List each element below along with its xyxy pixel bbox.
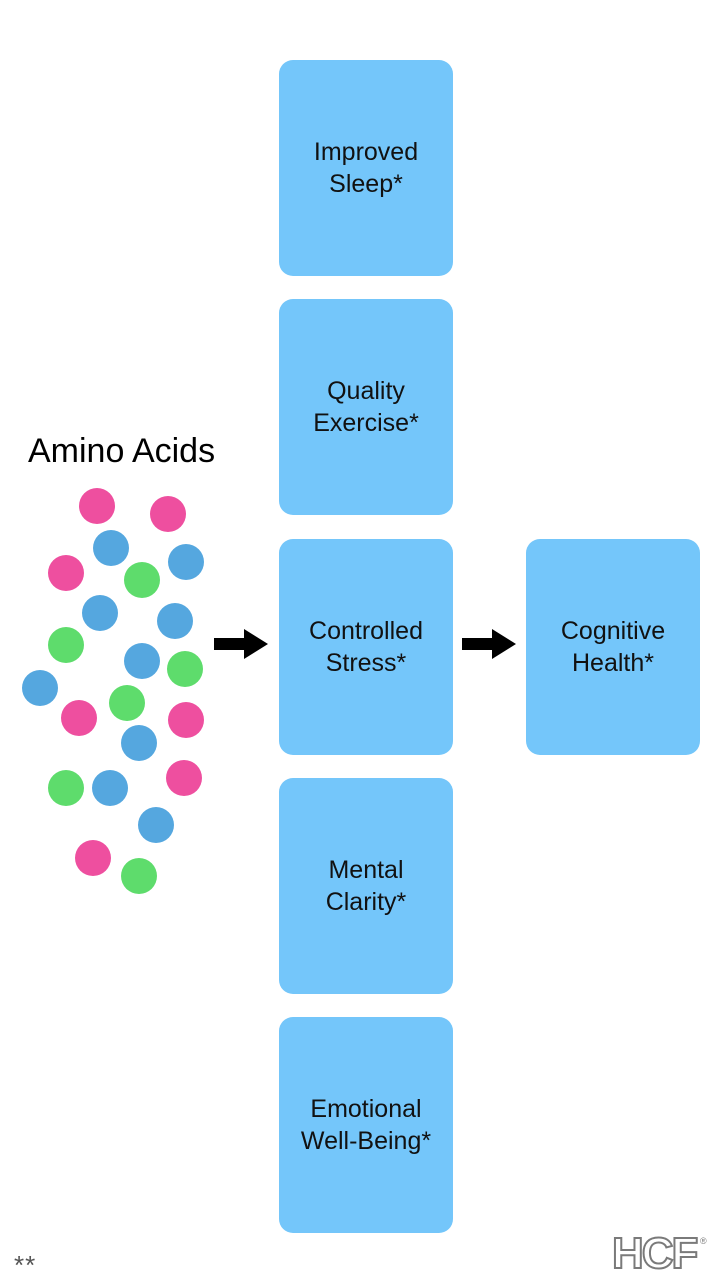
box-label-line1: Controlled — [309, 617, 423, 645]
hcf-logo-text: HCF — [612, 1232, 698, 1274]
amino-dot-blue — [92, 770, 128, 806]
box-label-line1: Emotional — [310, 1095, 422, 1123]
amino-dot-green — [48, 627, 84, 663]
amino-dot-pink — [150, 496, 186, 532]
box-label-line2: Clarity* — [325, 888, 407, 916]
arrow-right-icon — [462, 629, 516, 659]
box-label-line2: Health* — [572, 649, 654, 677]
hcf-logo: HCF ® — [612, 1232, 707, 1274]
box-label-line2: Sleep* — [329, 170, 403, 198]
amino-dot-blue — [138, 807, 174, 843]
amino-acids-title: Amino Acids — [28, 432, 216, 470]
box-label-line2: Stress* — [325, 649, 407, 677]
amino-dot-blue — [168, 544, 204, 580]
amino-dot-green — [124, 562, 160, 598]
amino-dot-green — [121, 858, 157, 894]
box-label-line1: Cognitive — [560, 617, 666, 645]
amino-dot-blue — [124, 643, 160, 679]
benefit-box-emotional-well-being: Emotional Well-Being* — [279, 1017, 453, 1233]
box-label-line2: Exercise* — [313, 409, 419, 437]
arrow-right-icon — [214, 629, 268, 659]
amino-dot-pink — [166, 760, 202, 796]
amino-dot-blue — [93, 530, 129, 566]
amino-dot-pink — [48, 555, 84, 591]
benefit-box-quality-exercise: Quality Exercise* — [279, 299, 453, 515]
amino-dot-pink — [79, 488, 115, 524]
amino-dot-green — [48, 770, 84, 806]
amino-dot-pink — [75, 840, 111, 876]
box-label-line1: Mental — [328, 856, 404, 884]
footnote-marker: ** — [14, 1250, 37, 1280]
box-label-line1: Quality — [327, 377, 405, 405]
amino-dot-blue — [82, 595, 118, 631]
amino-dot-blue — [157, 603, 193, 639]
amino-dot-green — [109, 685, 145, 721]
hcf-logo-mark: ® — [700, 1236, 707, 1246]
amino-dot-blue — [22, 670, 58, 706]
benefit-box-mental-clarity: Mental Clarity* — [279, 778, 453, 994]
amino-dot-pink — [61, 700, 97, 736]
result-box-cognitive-health: Cognitive Health* — [526, 539, 700, 755]
benefit-box-improved-sleep: Improved Sleep* — [279, 60, 453, 276]
amino-dot-green — [167, 651, 203, 687]
amino-dot-blue — [121, 725, 157, 761]
box-label-line2: Well-Being* — [300, 1127, 432, 1155]
benefit-box-controlled-stress: Controlled Stress* — [279, 539, 453, 755]
amino-dot-pink — [168, 702, 204, 738]
box-label-line1: Improved — [313, 138, 419, 166]
